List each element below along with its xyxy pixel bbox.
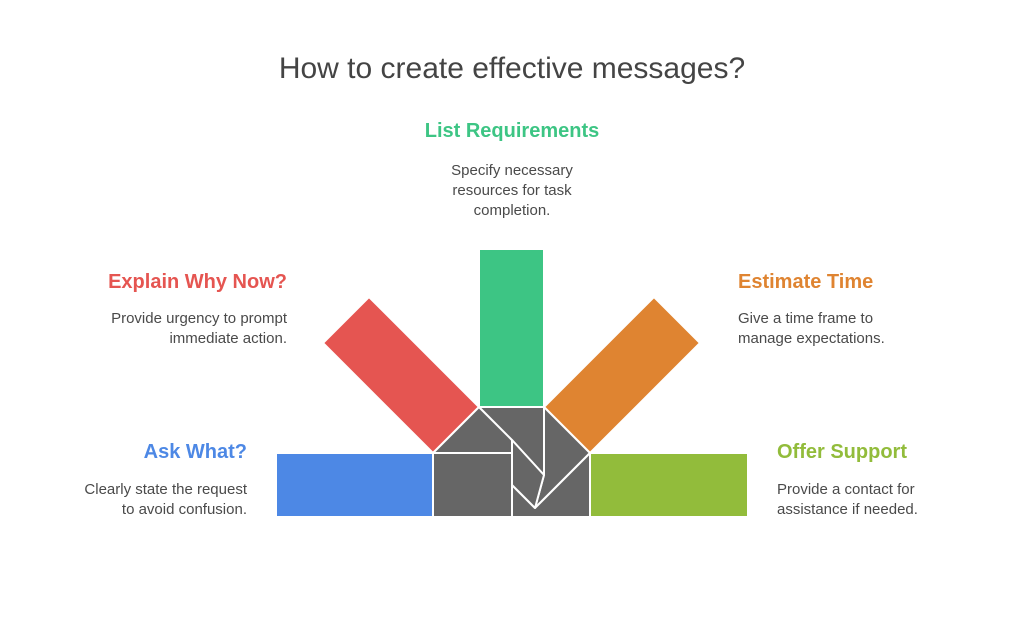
hub-core <box>511 439 545 509</box>
hub-piece-blue <box>432 452 513 518</box>
desc-list-requirements-line-1: Specify necessary <box>451 162 573 179</box>
desc-estimate-time-line-1: Give a time frame to <box>738 310 874 327</box>
hub <box>432 406 591 518</box>
desc-estimate-time-line-2: manage expectations. <box>738 330 885 347</box>
desc-offer-support-line-2: assistance if needed. <box>777 501 918 518</box>
desc-ask-what: Clearly state the request to avoid confu… <box>27 480 247 520</box>
heading-estimate-time: Estimate Time <box>738 271 874 293</box>
desc-list-requirements: Specify necessary resources for task com… <box>412 161 612 221</box>
hub-piece-lime <box>511 452 591 518</box>
arm-offer-support <box>589 452 749 518</box>
arm-list-requirements <box>478 248 545 408</box>
heading-list-requirements: List Requirements <box>424 120 600 142</box>
desc-explain-why-now-line-2: immediate action. <box>169 330 287 347</box>
desc-list-requirements-line-2: resources for task <box>452 182 572 199</box>
desc-estimate-time: Give a time frame to manage expectations… <box>738 309 968 349</box>
heading-ask-what: Ask What? <box>143 441 247 463</box>
desc-ask-what-line-1: Clearly state the request <box>84 481 247 498</box>
arm-ask-what <box>275 452 434 518</box>
desc-offer-support: Provide a contact for assistance if need… <box>777 480 997 520</box>
heading-explain-why-now: Explain Why Now? <box>108 271 287 293</box>
page-title: How to create effective messages? <box>278 52 746 85</box>
desc-list-requirements-line-3: completion. <box>473 202 551 219</box>
desc-explain-why-now-line-1: Provide urgency to prompt <box>111 310 287 327</box>
desc-offer-support-line-1: Provide a contact for <box>777 481 915 498</box>
desc-ask-what-line-2: to avoid confusion. <box>121 501 247 518</box>
desc-explain-why-now: Provide urgency to prompt immediate acti… <box>57 309 287 349</box>
heading-offer-support: Offer Support <box>777 441 907 463</box>
